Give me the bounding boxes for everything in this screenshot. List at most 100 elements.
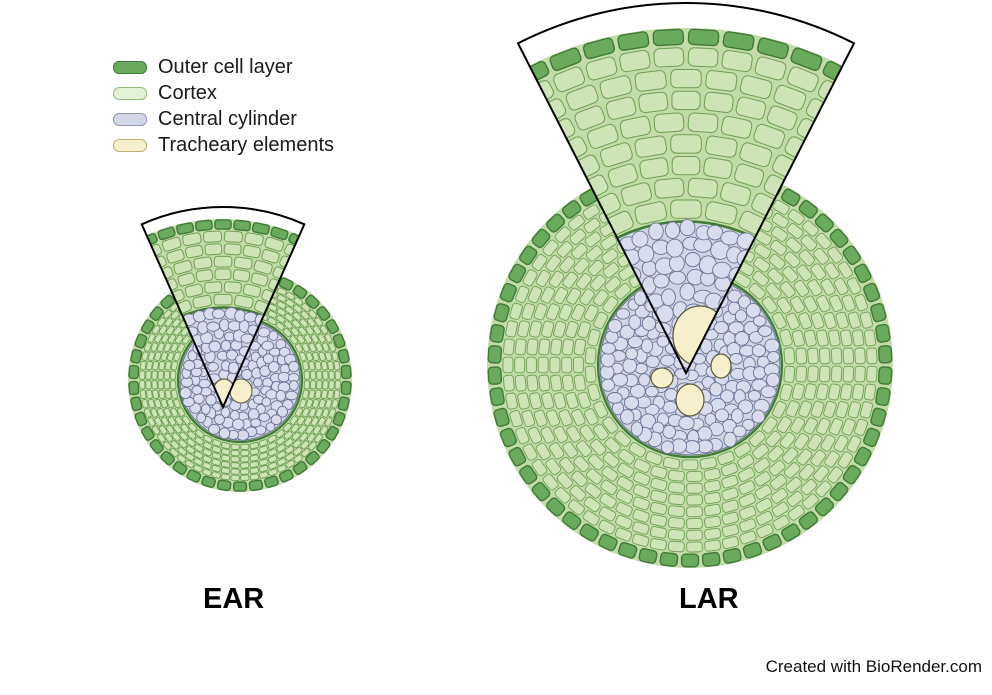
cortex-cell	[158, 360, 166, 371]
cortex-cell	[522, 269, 538, 287]
cortex-cell	[151, 425, 161, 436]
cortex-cell	[267, 448, 278, 457]
cortex-cell	[535, 269, 551, 288]
cortex-cell	[573, 338, 586, 356]
cortex-cell	[328, 370, 335, 380]
tracheary-element	[710, 353, 732, 379]
cortex-cell	[258, 439, 269, 447]
cortex-cell	[324, 417, 333, 427]
cortex-cell	[771, 400, 787, 419]
cortex-cell	[565, 391, 579, 410]
cortex-cell	[755, 510, 774, 526]
cortex-cell	[582, 204, 600, 220]
cortex-cell	[240, 443, 250, 451]
cortex-cell	[632, 509, 650, 523]
cortex-cell	[531, 253, 548, 271]
wedge-outer-cell	[233, 219, 252, 232]
cortex-cell	[331, 399, 339, 409]
wedge-cortex-cell	[687, 177, 718, 199]
stele-cell	[729, 352, 743, 365]
cortex-cell	[514, 338, 527, 356]
wedge-cortex-cell	[253, 260, 273, 275]
wedge-cortex-cell	[735, 96, 767, 120]
cortex-cell	[526, 374, 539, 392]
outer-cell	[598, 533, 618, 552]
cortex-cell	[303, 370, 311, 380]
cortex-cell	[842, 365, 855, 383]
cortex-cell	[704, 503, 721, 517]
outer-cell	[216, 479, 232, 492]
cortex-cell	[203, 434, 213, 444]
cortex-cell	[277, 287, 287, 296]
stele-cell	[220, 339, 232, 352]
wedge-cortex-cell	[653, 112, 685, 134]
cortex-cell	[783, 251, 801, 268]
outer-cell	[579, 523, 600, 542]
cortex-cell	[779, 383, 793, 402]
cortex-cell	[668, 517, 685, 529]
stele-cell	[745, 302, 761, 319]
cortex-cell	[803, 329, 817, 347]
cortex-cell	[315, 408, 324, 418]
wedge-cortex-cell	[619, 49, 651, 73]
stele-cell	[600, 342, 616, 355]
cortex-cell	[249, 454, 259, 462]
cortex-cell	[284, 445, 295, 455]
stele-cell	[162, 478, 172, 487]
cortex-cell	[720, 462, 739, 477]
cortex-cell	[717, 451, 735, 466]
cortex-cell	[538, 338, 551, 356]
cortex-cell	[686, 506, 703, 518]
cortex-cell	[193, 450, 204, 460]
cortex-cell	[842, 347, 855, 365]
cortex-cell	[810, 263, 827, 281]
cortex-cell	[505, 392, 518, 410]
cortex-cell	[305, 325, 315, 336]
stele-cell	[628, 314, 642, 330]
outer-cell	[325, 425, 340, 441]
stele-cell	[267, 361, 280, 373]
cortex-cell	[776, 296, 792, 314]
cortex-cell	[173, 424, 182, 434]
wedge-cortex-cell	[264, 236, 285, 252]
cortex-cell	[533, 409, 548, 427]
stele-cell	[709, 382, 723, 397]
cortex-cell	[333, 389, 341, 400]
cortex-cell	[305, 398, 314, 409]
cortex-cell	[187, 430, 197, 440]
cortex-cell	[852, 383, 865, 401]
cortex-cell	[668, 481, 685, 494]
cortex-cell	[145, 380, 152, 390]
wedge-cortex-cell	[619, 115, 652, 139]
cortex-cell	[846, 435, 862, 453]
cortex-cell	[586, 468, 603, 485]
wedge-cortex-cell	[213, 293, 233, 306]
outer-cell	[292, 284, 308, 299]
cortex-cell	[284, 438, 294, 447]
cortex-cell	[796, 264, 813, 282]
stele-cell	[183, 359, 196, 371]
cortex-cell	[177, 446, 187, 456]
cortex-cell	[852, 329, 865, 347]
cortex-cell	[584, 347, 597, 365]
cortex-cell	[176, 343, 186, 353]
cortex-cell	[554, 487, 572, 504]
wedge-outer-cell	[756, 37, 790, 60]
wedge-cortex-cell	[634, 135, 667, 158]
cortex-cell	[267, 441, 278, 450]
cortex-cell	[202, 441, 213, 450]
cortex-cell	[783, 365, 796, 383]
cortex-cell	[798, 463, 815, 481]
cortex-cell	[276, 443, 286, 453]
stele-cell	[261, 340, 275, 351]
cortex-cell	[300, 310, 310, 320]
cortex-cell	[686, 470, 703, 483]
outer-cell	[814, 213, 834, 233]
cortex-cell	[571, 408, 586, 427]
cortex-cell	[289, 335, 299, 345]
stele-cell	[660, 440, 675, 455]
cortex-cell	[194, 436, 204, 446]
cortex-cell	[810, 400, 825, 418]
wedge-cortex-cell	[687, 47, 719, 68]
cortex-cell	[163, 342, 172, 353]
